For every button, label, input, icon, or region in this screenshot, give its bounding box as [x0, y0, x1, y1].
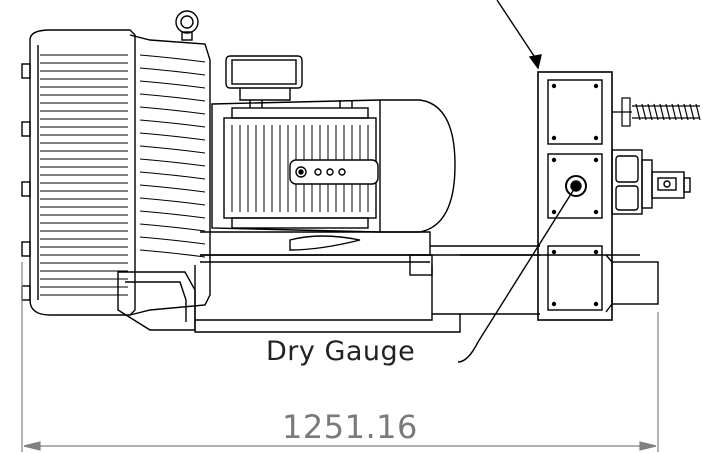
lifting-eye	[175, 10, 199, 41]
overall-dimension	[21, 262, 659, 452]
blower-housing	[21, 29, 211, 331]
gauge-housing	[537, 71, 613, 321]
base-frame	[194, 231, 640, 333]
top-leader-arrow	[496, 0, 542, 70]
terminal-box	[225, 55, 303, 101]
dry-gauge-label: Dry Gauge	[266, 336, 416, 367]
valve-cluster	[611, 149, 691, 215]
overall-length-dimension: 1251.16	[282, 408, 418, 446]
motor-body	[211, 99, 456, 233]
outlet-pipe	[460, 254, 659, 315]
dry-gauge-leader	[457, 185, 577, 363]
spring-coil	[612, 97, 701, 127]
